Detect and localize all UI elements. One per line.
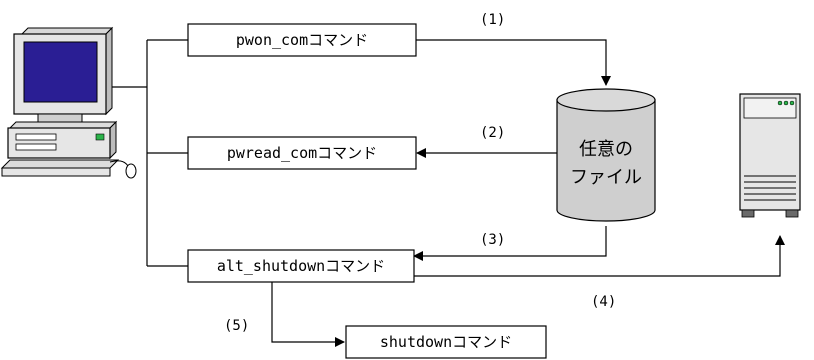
client-bus <box>112 39 188 267</box>
file-cylinder-icon <box>556 88 656 222</box>
arrow-4 <box>414 235 785 277</box>
arrow-5 <box>271 282 345 347</box>
step-5-label: (5) <box>224 318 249 334</box>
shutdown-command-label: shutdownコマンド <box>380 333 512 351</box>
arrow-1 <box>416 39 611 86</box>
shutdown-command-box: shutdownコマンド <box>345 325 547 359</box>
alt-shutdown-command-label: alt_shutdownコマンド <box>217 257 385 275</box>
alt-shutdown-command-box: alt_shutdownコマンド <box>187 249 415 283</box>
server-tower-icon <box>739 93 801 218</box>
step-4-label: (4) <box>591 294 616 310</box>
step-1-label: (1) <box>480 12 505 28</box>
pwread-com-command-label: pwread_comコマンド <box>227 144 377 162</box>
file-label-line2: ファイル <box>570 167 642 188</box>
step-3-label: (3) <box>480 232 505 248</box>
file-label-line1: 任意の <box>579 139 633 160</box>
desktop-computer-icon <box>0 26 137 179</box>
arrow-3 <box>413 226 607 261</box>
step-2-label: (2) <box>480 125 505 141</box>
pwon-com-command-label: pwon_comコマンド <box>236 31 368 49</box>
pwread-com-command-box: pwread_comコマンド <box>187 136 417 170</box>
pwon-com-command-box: pwon_comコマンド <box>187 23 417 57</box>
